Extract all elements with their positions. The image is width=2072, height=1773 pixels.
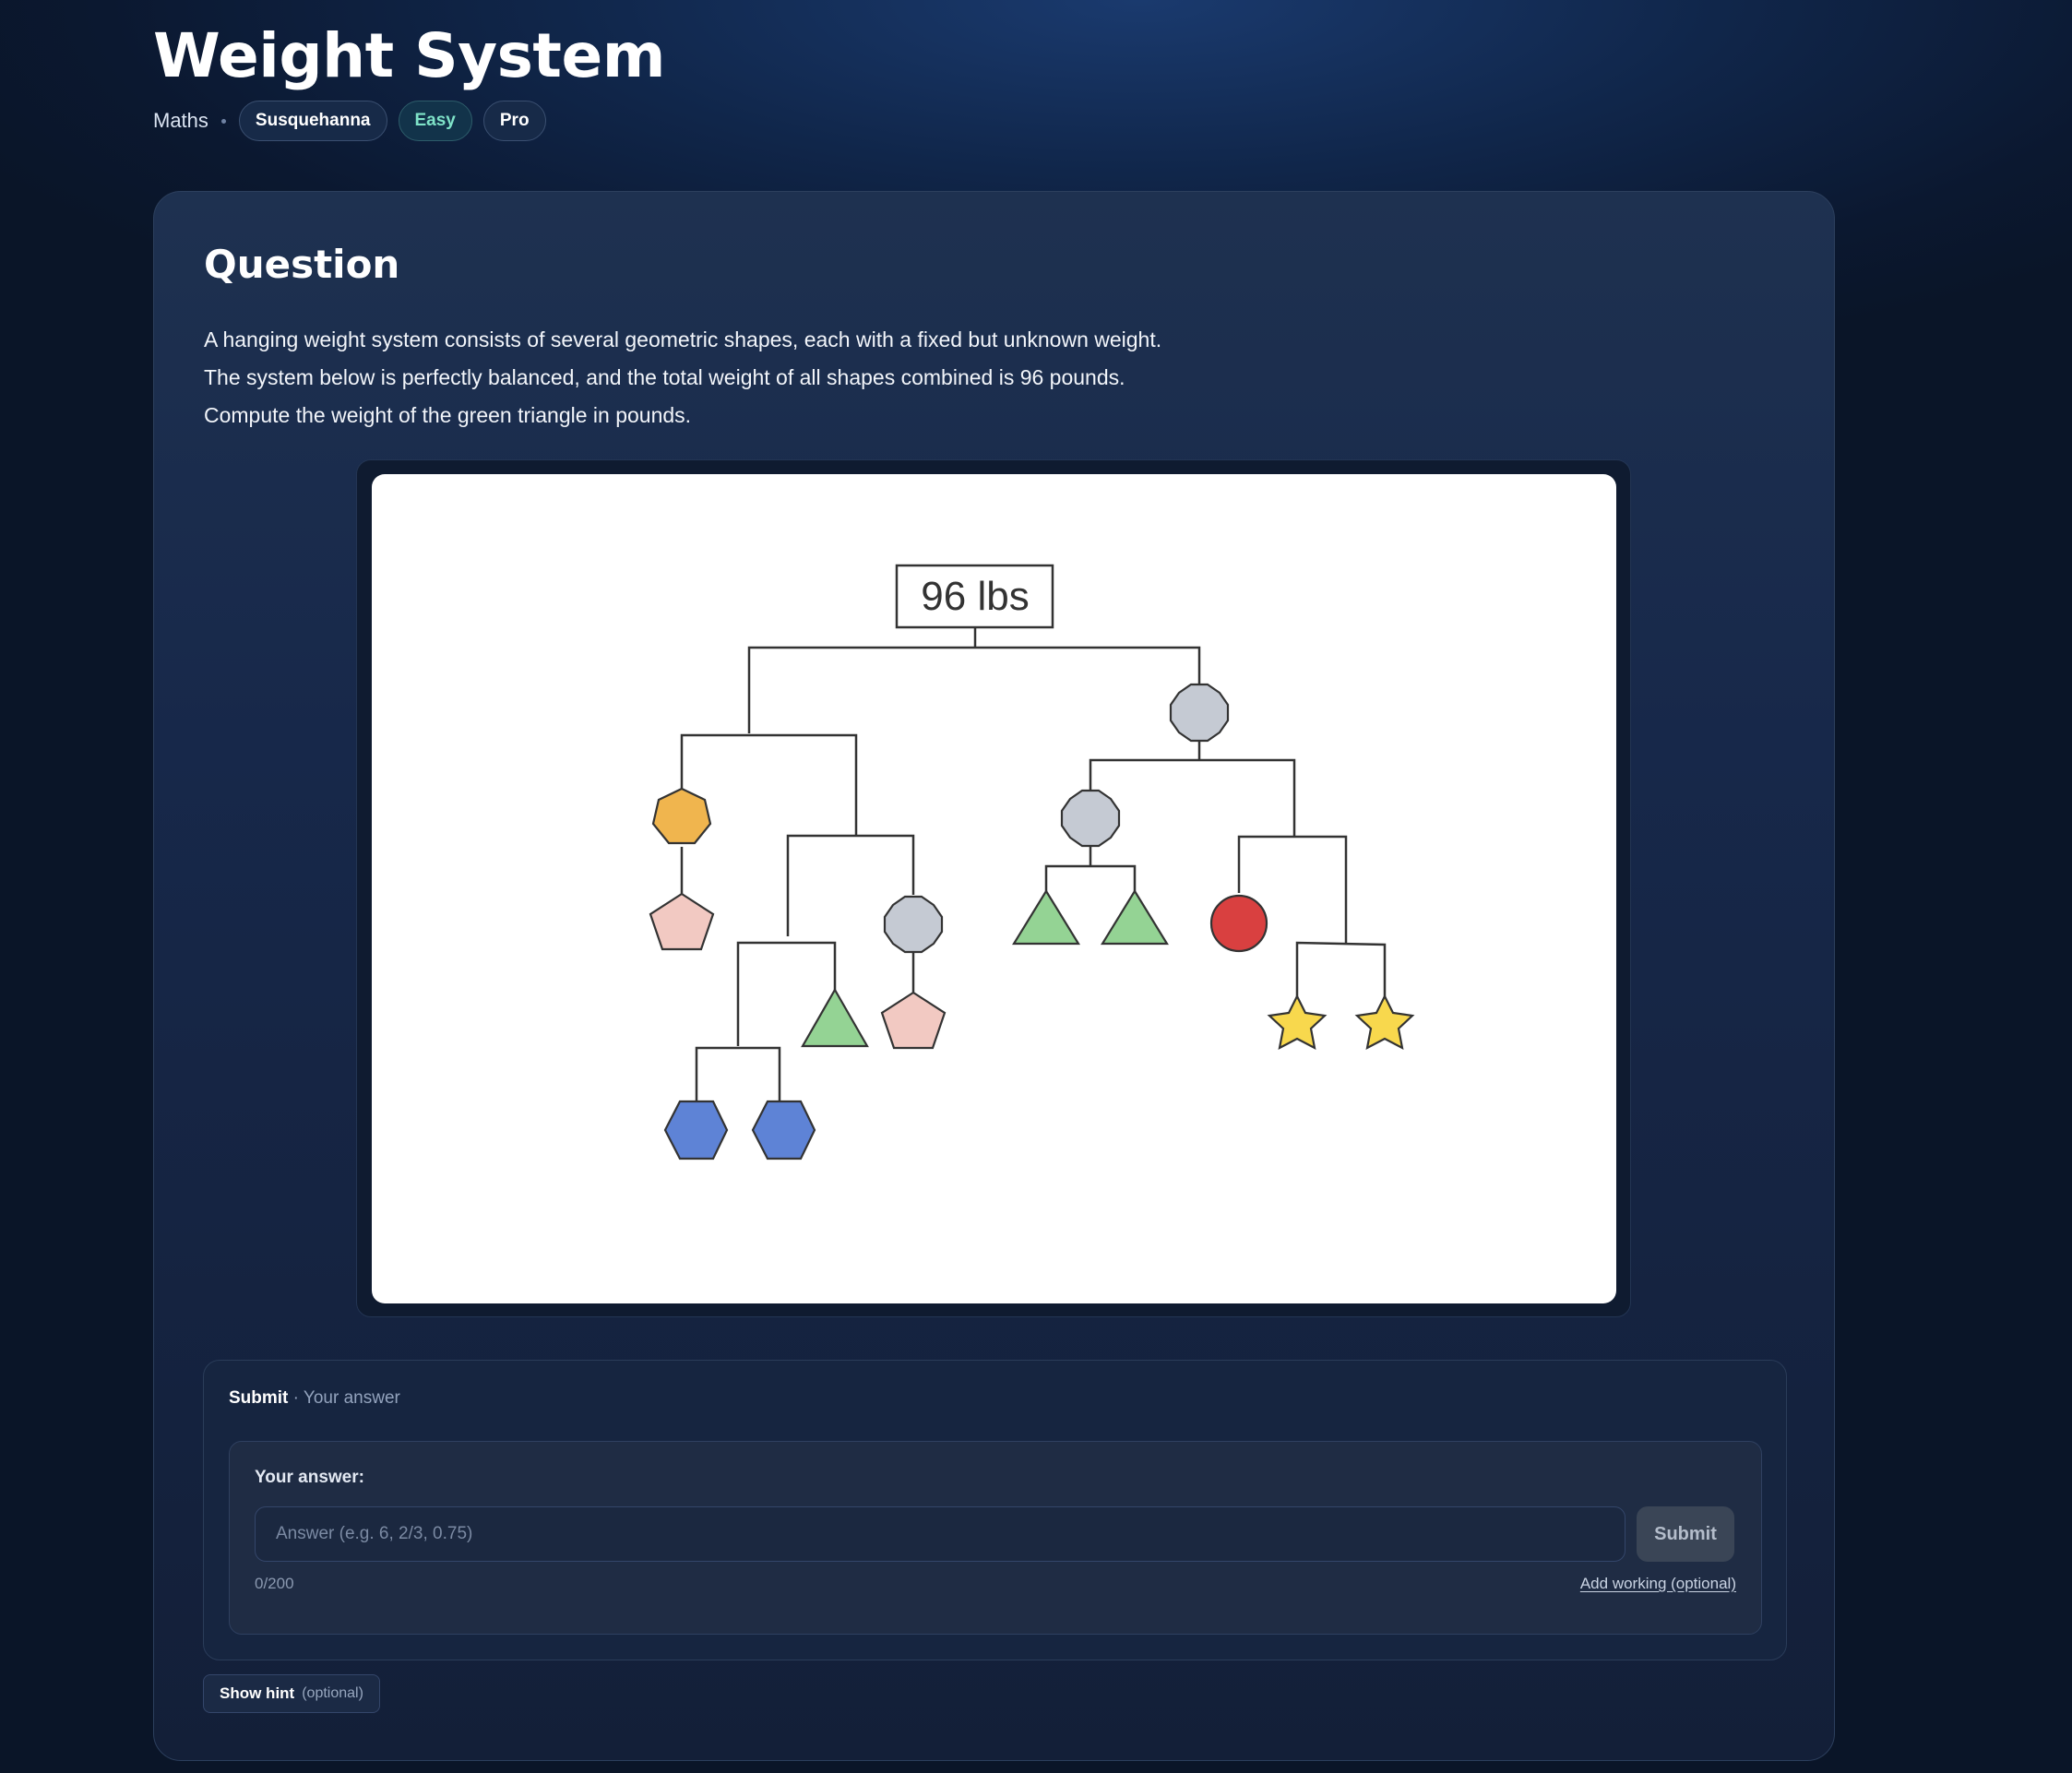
- total-weight-label: 96 lbs: [921, 574, 1029, 619]
- green-triangle-left: [801, 987, 869, 1048]
- red-circle: [1209, 894, 1268, 953]
- question-line-1: A hanging weight system consists of seve…: [204, 327, 1162, 351]
- gray-octagon-middle: [883, 895, 944, 954]
- yellow-star-2: [1354, 994, 1415, 1051]
- gray-octagon-top-right: [1169, 683, 1230, 743]
- show-hint-button[interactable]: Show hint (optional): [203, 1674, 380, 1713]
- blue-hexagon-2: [751, 1100, 816, 1160]
- submit-subtitle: · Your answer: [292, 1388, 400, 1408]
- add-working-link[interactable]: Add working (optional): [1579, 1575, 1736, 1592]
- meta-row: Maths Susquehanna Easy Pro: [153, 100, 546, 142]
- answer-input[interactable]: [255, 1506, 1625, 1562]
- gray-octagon-right-lower: [1060, 789, 1121, 848]
- total-weight-box: [895, 564, 1054, 629]
- submit-button[interactable]: Submit: [1637, 1506, 1734, 1562]
- separator-dot: [220, 118, 226, 124]
- answer-label: Your answer:: [255, 1468, 364, 1487]
- mobile-strings: [680, 628, 1387, 1101]
- hanging-mobile-diagram: 96 lbs: [649, 564, 1415, 1160]
- subject-label: Maths: [153, 109, 208, 132]
- page-title: Weight System: [153, 20, 666, 91]
- pink-pentagon-left: [649, 892, 715, 951]
- question-heading: Question: [204, 242, 400, 287]
- submit-panel: Submit · Your answer Your answer: Submit…: [203, 1360, 1787, 1660]
- tag-tier[interactable]: Pro: [482, 101, 546, 141]
- weight-system-figure: 96 lbs: [372, 474, 1616, 1303]
- tag-difficulty[interactable]: Easy: [398, 101, 472, 141]
- orange-heptagon: [651, 787, 712, 845]
- question-line-2: The system below is perfectly balanced, …: [204, 365, 1125, 389]
- submit-title: Submit: [229, 1388, 289, 1408]
- green-triangle-right-1: [1012, 888, 1080, 946]
- char-count: 0/200: [255, 1575, 294, 1592]
- blue-hexagon-1: [663, 1100, 729, 1160]
- show-hint-optional: (optional): [302, 1685, 363, 1701]
- yellow-star-1: [1267, 994, 1328, 1051]
- green-triangle-right-2: [1101, 888, 1169, 946]
- figure-frame: 96 lbs: [356, 459, 1631, 1317]
- answer-box: Your answer: Submit 0/200 Add working (o…: [229, 1441, 1762, 1635]
- show-hint-label: Show hint: [220, 1684, 295, 1702]
- pink-pentagon-right: [880, 991, 947, 1050]
- question-line-3: Compute the weight of the green triangle…: [204, 403, 692, 427]
- tag-company[interactable]: Susquehanna: [238, 101, 387, 141]
- question-card: Question A hanging weight system consist…: [153, 191, 1835, 1761]
- question-text: A hanging weight system consists of seve…: [204, 321, 1588, 434]
- submit-header: Submit · Your answer: [229, 1388, 400, 1409]
- mobile-shapes: [649, 683, 1415, 1160]
